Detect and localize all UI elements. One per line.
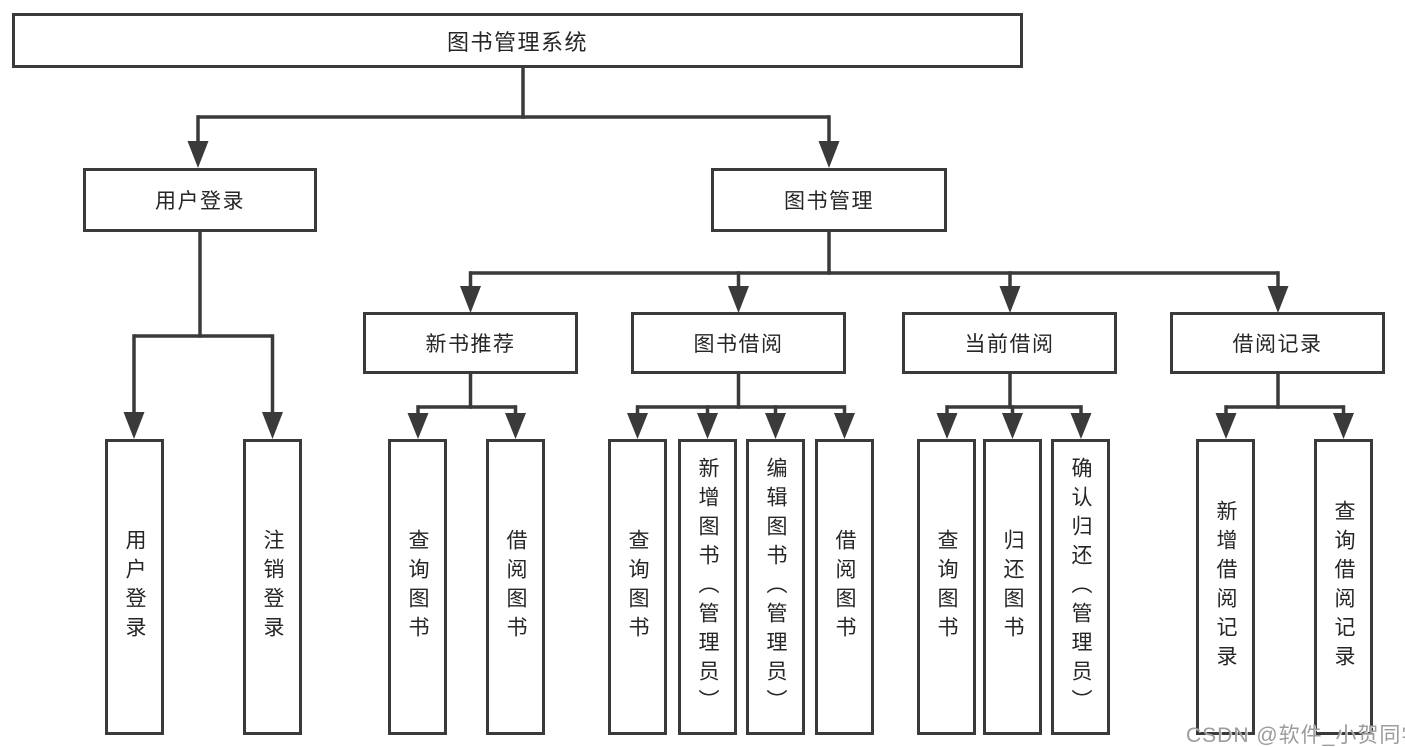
leaf-add-borrow-record: 新增借阅记录 [1196,439,1255,735]
node-book-borrow: 图书借阅 [631,312,846,374]
leaf-label: 查询借阅记录 [1332,500,1355,674]
leaf-label: 借阅图书 [833,529,856,645]
leaf-query-borrow-record: 查询借阅记录 [1314,439,1373,735]
leaf-label: 借阅图书 [504,529,527,645]
watermark: CSDN @软件_小贺同学 [1186,724,1405,747]
leaf-label: 查询图书 [406,529,429,645]
leaf-label: 用户登录 [123,529,146,645]
node-borrow-records: 借阅记录 [1170,312,1385,374]
leaf-label: 查询图书 [626,529,649,645]
leaf-label: 确认归还（管理员） [1069,456,1092,718]
leaf-label: 查询图书 [935,529,958,645]
leaf-add-book-admin: 新增图书（管理员） [678,439,737,735]
leaf-return-books: 归还图书 [983,439,1042,735]
leaf-borrow-query-books: 查询图书 [608,439,667,735]
node-library-management-system: 图书管理系统 [12,13,1023,68]
leaf-confirm-return-admin: 确认归还（管理员） [1051,439,1110,735]
node-current-borrow: 当前借阅 [902,312,1117,374]
leaf-label: 归还图书 [1001,529,1024,645]
leaf-edit-book-admin: 编辑图书（管理员） [746,439,805,735]
leaf-newbook-borrow-books: 借阅图书 [486,439,545,735]
node-new-book-recommend: 新书推荐 [363,312,578,374]
node-user-login: 用户登录 [83,168,317,232]
leaf-label: 新增图书（管理员） [696,456,719,718]
leaf-label: 编辑图书（管理员） [764,456,787,718]
leaf-newbook-query-books: 查询图书 [388,439,447,735]
leaf-label: 注销登录 [261,529,284,645]
leaf-user-login: 用户登录 [105,439,164,735]
leaf-current-query-books: 查询图书 [917,439,976,735]
leaf-logout: 注销登录 [243,439,302,735]
leaf-borrow-borrow-books: 借阅图书 [815,439,874,735]
leaf-label: 新增借阅记录 [1214,500,1237,674]
node-book-management: 图书管理 [711,168,947,232]
